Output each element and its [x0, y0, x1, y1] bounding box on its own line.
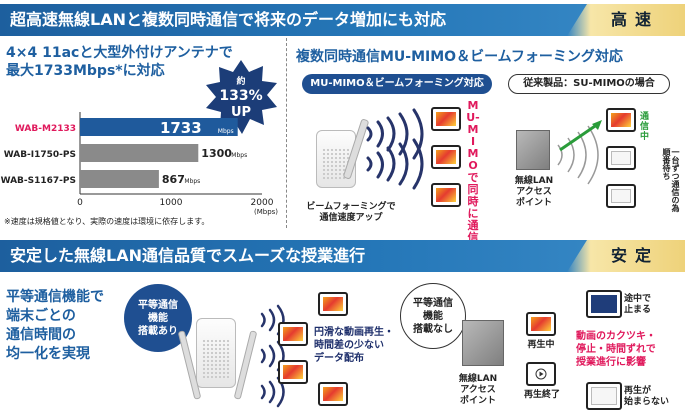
x-unit-label: (Mbps)	[254, 208, 278, 216]
bar	[80, 118, 238, 136]
fair-headline: 平等通信機能で 端末ごとの 通信時間の 均一化を実現	[6, 289, 104, 362]
bar-value-label: 867	[162, 173, 185, 186]
mumimo-headline: 複数同時通信MU-MIMO＆ビームフォーミング対応	[296, 49, 623, 65]
bar-value-label: 1300	[201, 147, 232, 160]
antenna-icon	[233, 330, 258, 400]
percent-burst: 約 133% UP	[206, 60, 277, 134]
tablet-icon	[586, 382, 622, 410]
tablet-icon	[431, 107, 461, 131]
su-ap-label: 無線LAN アクセス ポイント	[514, 176, 554, 208]
bar-category-label: WAB-S1167-PS	[1, 176, 76, 186]
bar-unit-label: Mbps	[184, 178, 200, 185]
fair-on-caption: 円滑な動画再生・ 時間差の少ない データ配布	[314, 327, 394, 364]
bar-unit-label: Mbps	[231, 152, 247, 159]
tablet-icon	[318, 382, 348, 406]
fair-on-access-point	[196, 318, 236, 388]
badge-speed: 高速	[567, 4, 685, 36]
bf-caption: ビームフォーミングで 通信速度アップ	[306, 202, 396, 223]
status-connected: 通信中	[640, 112, 650, 142]
fair-off-red-caption: 動画のカクツキ・ 停止・時間ずれで 授業進行に影響	[576, 331, 656, 368]
burst-text-1: 約	[236, 75, 245, 87]
speed-headline: 4×4 11acと大型外付けアンテナで 最大1733Mbps*に対応	[6, 44, 233, 80]
bar	[80, 144, 199, 162]
su-access-point	[516, 130, 550, 170]
play-icon	[535, 368, 547, 380]
section-title-stable: 安定した無線LAN通信品質でスムーズな授業進行	[10, 246, 366, 265]
fair-waves-icon	[260, 304, 285, 408]
speed-headline-line2: 最大1733Mbps*に対応	[6, 63, 165, 79]
x-tick-label: 0	[77, 198, 83, 208]
status-ended: 再生終了	[523, 390, 560, 400]
panel-divider	[286, 38, 287, 228]
status-not-start: 再生が 始まらない	[624, 386, 670, 407]
tablet-icon	[278, 360, 308, 384]
beam-waves-icon	[366, 108, 424, 190]
status-stopped: 途中で 止まる	[624, 294, 652, 315]
fair-off-access-point	[462, 320, 504, 366]
status-waiting: 一台ずつ通信の為順番待ち	[662, 148, 680, 212]
tablet-icon	[431, 183, 461, 207]
x-tick-label: 2000	[251, 198, 274, 208]
tablet-icon	[606, 108, 636, 132]
mumimo-vertical-label: MU-MIMOで同時に通信	[466, 99, 480, 244]
status-playing: 再生中	[527, 340, 555, 350]
section-header-stable: 安定した無線LAN通信品質でスムーズな授業進行 安定	[0, 240, 685, 272]
badge-stable: 安定	[567, 240, 685, 272]
mumimo-pill: MU-MIMO＆ビームフォーミング対応	[302, 74, 492, 94]
tablet-icon	[586, 290, 622, 318]
bar-category-label: WAB-M2133	[15, 124, 76, 134]
tablet-icon	[526, 362, 556, 386]
fair-off-ap-label: 無線LAN アクセス ポイント	[458, 374, 498, 406]
bar-value-label: 1733	[160, 119, 202, 137]
burst-text-3: UP	[231, 105, 251, 120]
section-title-speed: 超高速無線LANと複数同時通信で将来のデータ増加にも対応	[10, 10, 446, 29]
burst-text-2: 133%	[219, 88, 262, 104]
bar-unit-label: Mbps	[218, 128, 234, 135]
tablet-icon	[318, 292, 348, 316]
tablet-icon	[431, 145, 461, 169]
speed-footnote: ※速度は規格値となり、実際の速度は環境に依存します。	[4, 217, 210, 226]
bar-category-label: WAB-I1750-PS	[4, 150, 76, 160]
speed-headline-line1: 4×4 11acと大型外付けアンテナで	[6, 45, 233, 61]
tablet-icon	[526, 312, 556, 336]
bar	[80, 170, 159, 188]
fair-off-circle: 平等通信 機能 搭載なし	[400, 283, 466, 349]
su-waves-icon	[557, 120, 602, 185]
tablet-icon	[278, 322, 308, 346]
tablet-icon	[606, 184, 636, 208]
x-tick-label: 1000	[160, 198, 183, 208]
section-header-speed: 超高速無線LANと複数同時通信で将来のデータ増加にも対応 高速	[0, 4, 685, 36]
tablet-icon	[606, 146, 636, 170]
sumimo-pill: 従来製品：SU-MIMOの場合	[508, 74, 670, 94]
